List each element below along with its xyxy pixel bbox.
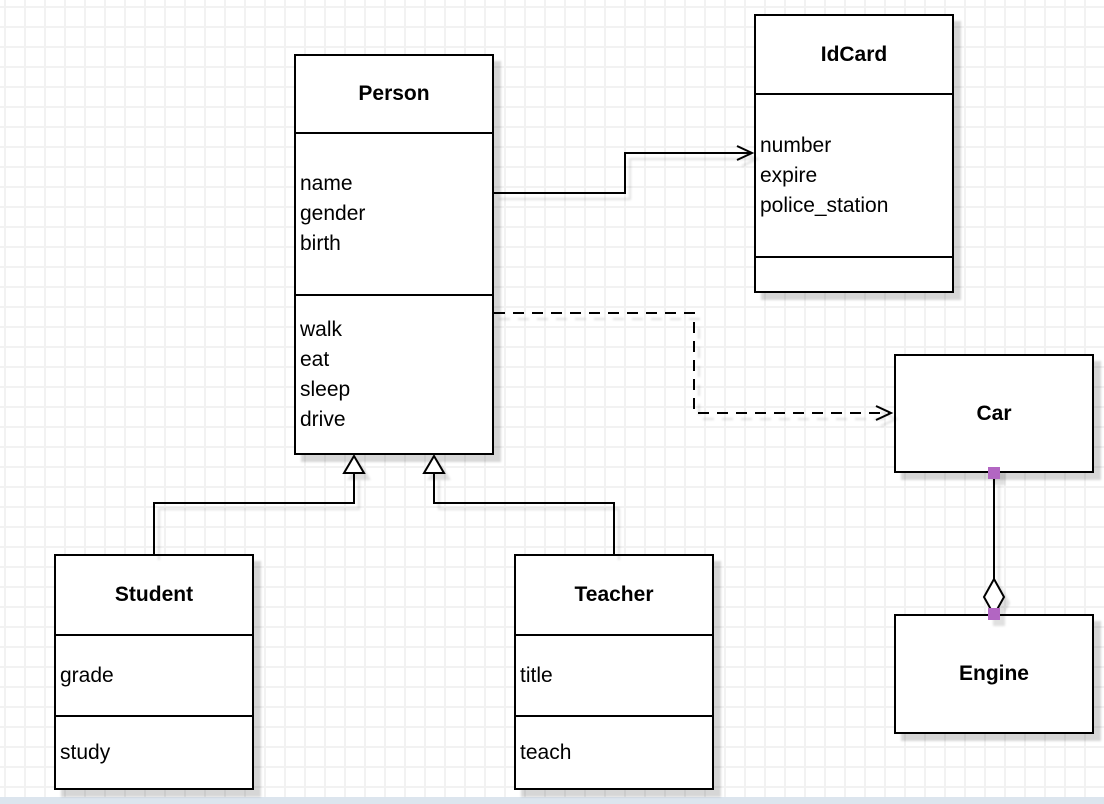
attribute: expire bbox=[760, 163, 818, 187]
open-arrowhead-icon bbox=[876, 406, 891, 420]
methods-compartment: walk eat sleep drive bbox=[296, 294, 492, 453]
class-title: IdCard bbox=[820, 42, 888, 66]
class-title: Person bbox=[358, 82, 430, 105]
attribute: name bbox=[300, 172, 353, 195]
method: study bbox=[60, 740, 111, 764]
class-title: Student bbox=[114, 583, 194, 606]
class-title: Teacher bbox=[574, 583, 654, 606]
attribute: police_station bbox=[760, 193, 889, 217]
attribute: title bbox=[520, 663, 553, 687]
class-box-student[interactable]: Student grade study bbox=[54, 554, 254, 790]
attributes-compartment: grade bbox=[56, 634, 252, 715]
attributes-compartment: number expire police_station bbox=[756, 93, 952, 256]
open-arrowhead-icon bbox=[737, 146, 752, 160]
method: walk bbox=[300, 317, 343, 341]
attributes-compartment: title bbox=[516, 634, 712, 715]
hollow-diamond-icon bbox=[984, 579, 1004, 615]
methods-compartment-empty bbox=[756, 256, 952, 291]
method: sleep bbox=[300, 377, 351, 401]
methods-compartment: teach bbox=[516, 715, 712, 788]
class-box-idcard[interactable]: IdCard number expire police_station bbox=[754, 14, 954, 293]
method: teach bbox=[520, 740, 572, 764]
attribute: birth bbox=[300, 232, 341, 255]
edge-person-idcard-association[interactable] bbox=[494, 146, 752, 193]
hollow-triangle-icon bbox=[344, 456, 364, 473]
attribute: gender bbox=[300, 202, 366, 225]
attributes-compartment: name gender birth bbox=[296, 132, 492, 294]
edge-car-engine-aggregation[interactable] bbox=[984, 473, 1004, 615]
class-box-person[interactable]: Person name gender birth walk eat sleep … bbox=[294, 54, 494, 455]
edge-person-car-dependency[interactable] bbox=[494, 313, 891, 420]
class-title: Engine bbox=[958, 662, 1029, 685]
class-box-teacher[interactable]: Teacher title teach bbox=[514, 554, 714, 790]
class-box-car[interactable]: Car bbox=[894, 354, 1094, 473]
edge-student-person-generalization[interactable] bbox=[154, 456, 364, 554]
attribute: number bbox=[760, 133, 832, 157]
edge-teacher-person-generalization[interactable] bbox=[424, 456, 614, 554]
hollow-triangle-icon bbox=[424, 456, 444, 473]
window-edge-strip bbox=[0, 797, 1104, 804]
method: drive bbox=[300, 407, 346, 431]
methods-compartment: study bbox=[56, 715, 252, 788]
attribute: grade bbox=[60, 663, 114, 687]
class-box-engine[interactable]: Engine bbox=[894, 614, 1094, 734]
class-title: Car bbox=[976, 401, 1012, 425]
method: eat bbox=[300, 347, 330, 371]
